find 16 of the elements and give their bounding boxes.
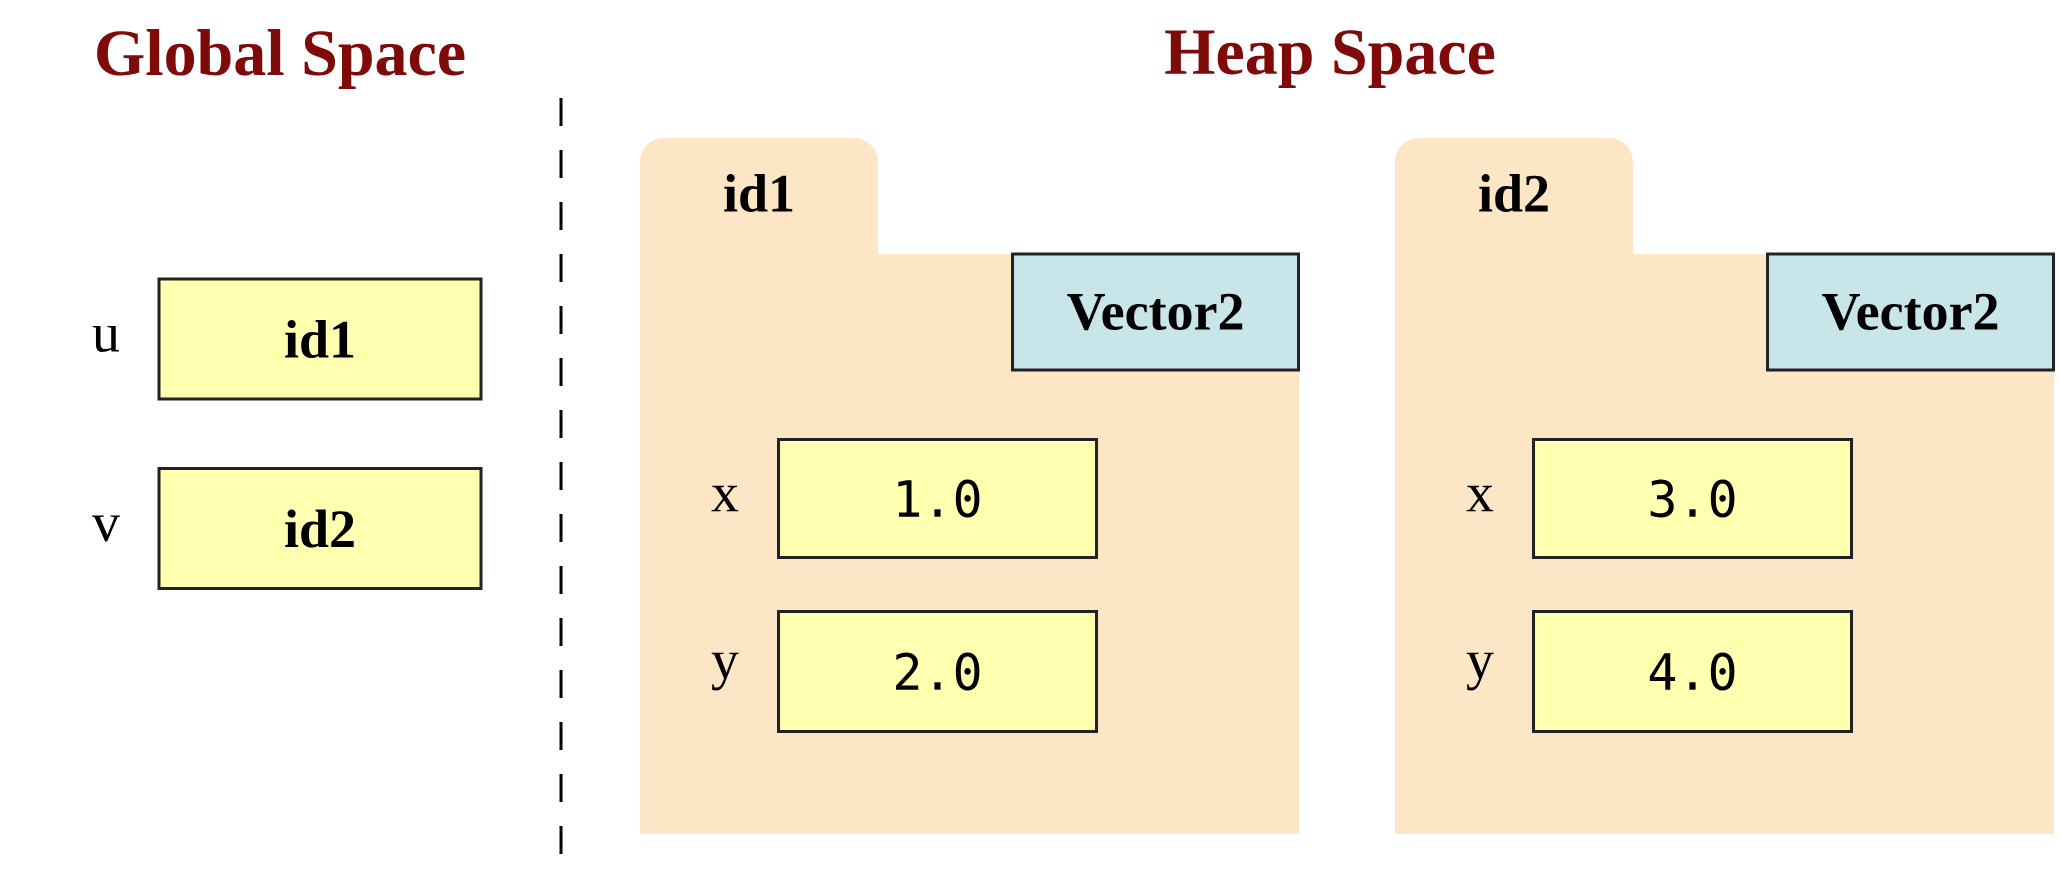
variable-box: id1 [157,277,483,401]
variable-name: y [1466,652,1494,691]
section-title: Global Space [97,29,465,89]
variable-name: y [711,652,739,691]
variable-name: v [91,515,120,542]
field-value-box: 2.0 [777,610,1098,733]
variable-name: u [92,325,119,353]
variable-name: x [711,485,739,512]
class-name-box: Vector2 [1011,252,1300,372]
section-title: Heap Space [1165,30,1495,88]
class-name-box: Vector2 [1766,252,2055,372]
field-value-box: 1.0 [777,438,1098,559]
field-value-box: 4.0 [1532,610,1853,733]
variable-name: x [1466,485,1494,512]
field-value-box: 3.0 [1532,438,1853,559]
variable-box: id2 [157,467,483,590]
